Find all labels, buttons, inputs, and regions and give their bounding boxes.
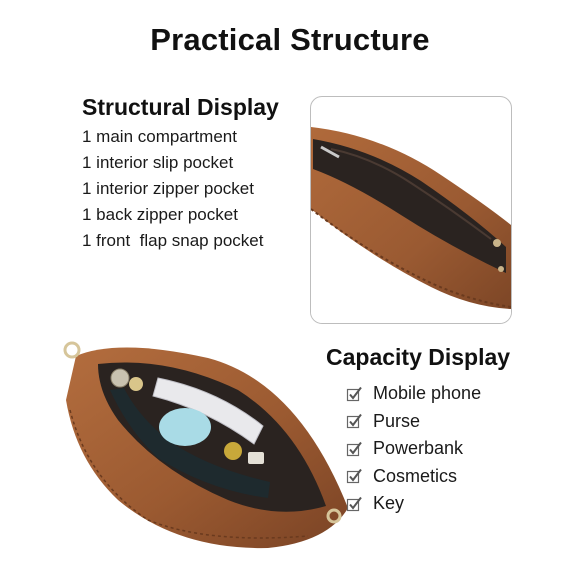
structural-item: 1 main compartment [82, 127, 237, 146]
capacity-item-label: Cosmetics [373, 465, 458, 486]
structural-item: 1 front flap snap pocket [82, 231, 264, 250]
bag-interior-photo [311, 123, 511, 323]
structural-item: 1 interior zipper pocket [82, 179, 254, 198]
capacity-item: Mobile phone [346, 380, 481, 408]
capacity-item: Powerbank [346, 435, 481, 463]
structural-item: 1 interior slip pocket [82, 153, 234, 172]
capacity-item: Cosmetics [346, 463, 481, 491]
capacity-display-list: Mobile phone Purse Powerbank Cosmetics K… [346, 380, 481, 518]
capacity-item: Key [346, 490, 481, 518]
check-box-icon [346, 496, 362, 511]
capacity-item-label: Key [373, 493, 405, 514]
bag-contents-photo [63, 341, 348, 549]
capacity-item: Purse [346, 408, 481, 436]
capacity-display-heading: Capacity Display [326, 344, 511, 370]
capacity-item-label: Powerbank [373, 438, 464, 459]
check-box-icon [346, 469, 362, 484]
check-box-icon [346, 386, 362, 401]
check-box-icon [346, 414, 362, 429]
check-box-icon [346, 441, 362, 456]
capacity-item-label: Mobile phone [373, 383, 482, 404]
structural-display-heading: Structural Display [82, 94, 279, 120]
structural-item: 1 back zipper pocket [82, 205, 238, 224]
structural-display-list: 1 main compartment 1 interior slip pocke… [82, 124, 263, 254]
capacity-item-label: Purse [373, 410, 421, 431]
page-title: Practical Structure [150, 22, 430, 57]
interior-photo-frame [310, 96, 512, 324]
